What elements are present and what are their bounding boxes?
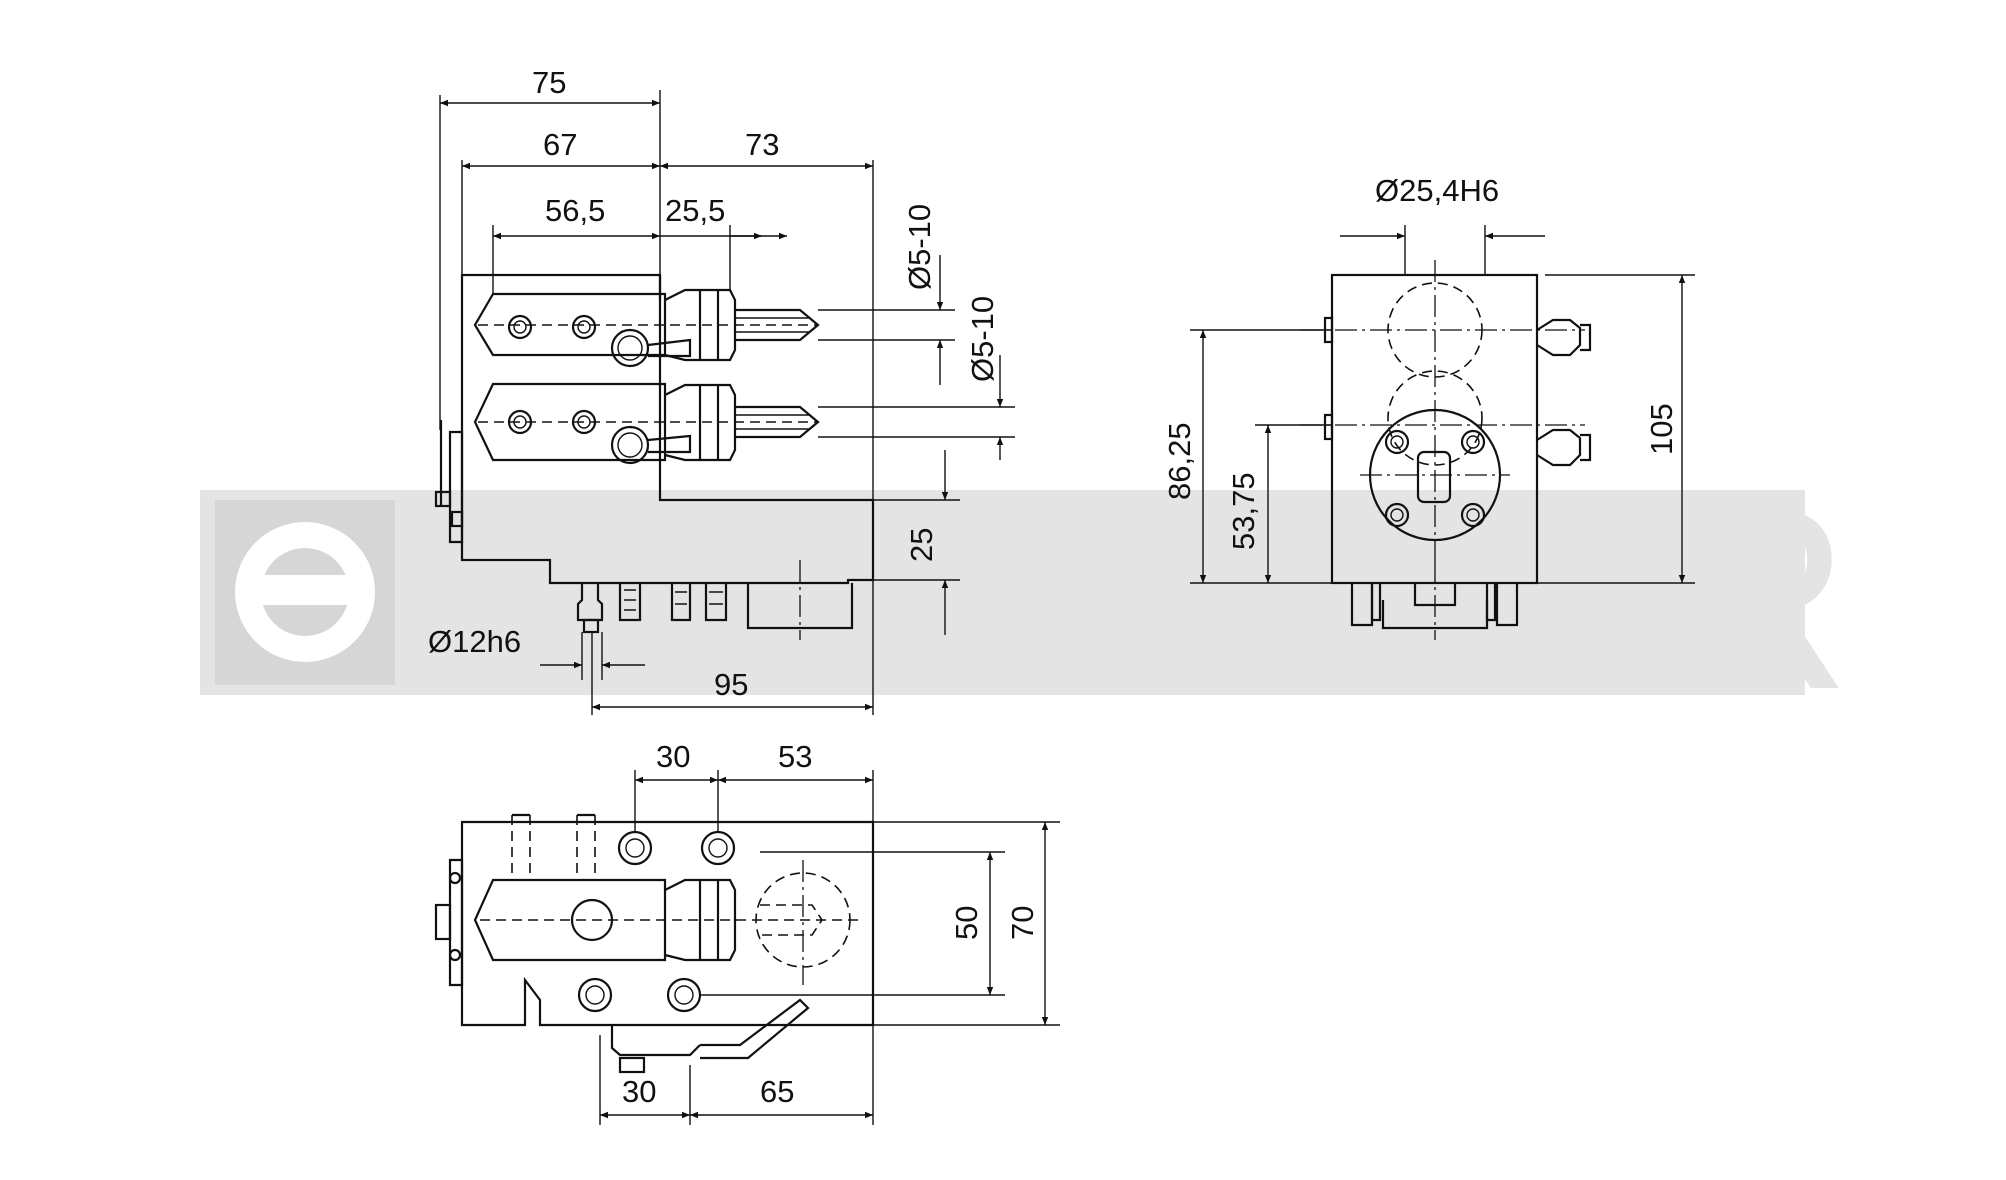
watermark: EPPINGER [200,451,1857,744]
dim-dia-5-10-upper: Ø5-10 [902,204,937,290]
dim-30-bottom: 30 [622,1074,656,1109]
dim-65: 65 [760,1074,794,1109]
dim-dia-25-4h6: Ø25,4H6 [1375,173,1499,208]
dim-75: 75 [532,65,566,100]
dim-105: 105 [1644,403,1679,455]
front-upper-holder [473,292,667,357]
dim-67: 67 [543,127,577,162]
dim-53-75: 53,75 [1226,472,1261,550]
watermark-text: EPPINGER [455,451,1857,744]
top-view: 30 53 50 70 30 65 [434,739,1060,1125]
dim-50: 50 [949,906,984,940]
side-fittings [1323,316,1592,467]
front-lower-tool [735,405,820,439]
dim-56-5: 56,5 [545,193,605,228]
top-tool-holder [473,878,667,962]
eppinger-logo-icon [215,500,395,685]
dim-25: 25 [904,528,939,562]
top-body-outline [460,820,875,1027]
side-view: Ø25,4H6 86,25 53,75 105 [1162,173,1695,640]
dim-53: 53 [778,739,812,774]
front-lower-holder [473,382,667,462]
dim-86-25: 86,25 [1162,422,1197,500]
front-body-outline [460,273,875,585]
front-shank-studs [576,560,854,640]
dim-30-top: 30 [656,739,690,774]
dim-25-5: 25,5 [665,193,725,228]
top-coolant-pipe [700,998,810,1060]
dim-70: 70 [1005,906,1040,940]
dim-dia-5-10-lower: Ø5-10 [965,296,1000,382]
side-bottom-studs [1350,560,1519,640]
front-upper-tool [735,308,820,342]
dim-95: 95 [714,667,748,702]
dim-73: 73 [745,127,779,162]
dim-dia-12h6: Ø12h6 [428,624,521,659]
front-view: 75 67 73 56,5 25,5 Ø5-10 Ø5-10 25 Ø12h6 … [428,65,1015,715]
